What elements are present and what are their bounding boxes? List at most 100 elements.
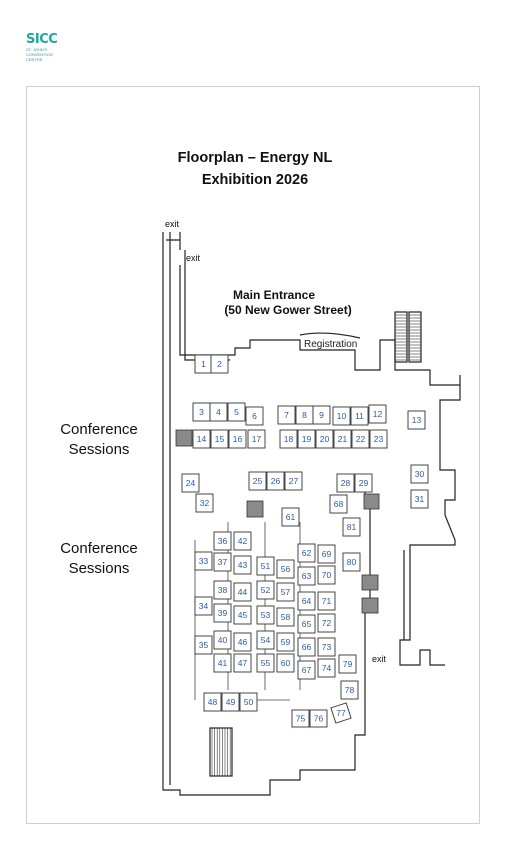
booth-11: 11 (350, 406, 369, 426)
booth-15-box (210, 429, 229, 449)
booth-73: 73 (317, 637, 336, 657)
booth-53-label: 53 (261, 610, 271, 620)
booth-17-box (247, 429, 266, 449)
booth-19: 19 (297, 429, 316, 449)
booth-6: 6 (245, 406, 264, 426)
booth-5-box (227, 402, 246, 422)
booth-2: 2 (210, 354, 229, 374)
booth-69-label: 69 (322, 549, 332, 559)
booth-38-label: 38 (218, 585, 228, 595)
booth-18: 18 (279, 429, 298, 449)
booth-65-label: 65 (302, 619, 312, 629)
booth-66-label: 66 (302, 642, 312, 652)
booth-77-box (330, 702, 352, 724)
logo-mark: SICC (26, 32, 58, 47)
booth-33: 33 (194, 551, 213, 571)
booth-65-box (297, 614, 316, 634)
booth-78-label: 78 (345, 685, 355, 695)
booth-36: 36 (213, 531, 232, 551)
booth-58-box (276, 607, 295, 627)
booth-29-box (354, 473, 373, 493)
booth-72-label: 72 (322, 618, 332, 628)
sicc-logo: SICC ST. JOHN'S CONVENTION CENTRE (26, 33, 60, 73)
registration-label: Registration (304, 339, 357, 350)
booth-5: 5 (227, 402, 246, 422)
booth-30-box (410, 464, 429, 484)
booth-22-label: 22 (356, 434, 366, 444)
booth-61-box (281, 507, 300, 527)
floorplan-frame (26, 86, 480, 824)
registration-counter (299, 332, 361, 339)
booth-15-label: 15 (215, 434, 225, 444)
booth-59: 59 (276, 632, 295, 652)
booth-26-box (266, 471, 285, 491)
booth-21: 21 (333, 429, 352, 449)
booth-80-label: 80 (347, 557, 357, 567)
booth-5-label: 5 (234, 407, 239, 417)
booth-42-box (233, 531, 252, 551)
booth-78: 78 (340, 680, 359, 700)
booth-35: 35 (194, 635, 213, 655)
booth-9-label: 9 (319, 410, 324, 420)
booth-16-box (228, 429, 247, 449)
booth-34-box (194, 596, 213, 616)
stairs-north-2 (408, 311, 422, 363)
booth-13-box (407, 410, 426, 430)
booth-26: 26 (266, 471, 285, 491)
booth-30: 30 (410, 464, 429, 484)
booth-62: 62 (297, 543, 316, 563)
reserved-block-3 (363, 493, 380, 510)
booth-60: 60 (276, 653, 295, 673)
booth-41-label: 41 (218, 658, 228, 668)
booth-21-box (333, 429, 352, 449)
exit-label-1: exit (165, 219, 180, 229)
booth-29-label: 29 (359, 478, 369, 488)
booth-51-label: 51 (261, 561, 271, 571)
booth-35-label: 35 (199, 640, 209, 650)
booth-58: 58 (276, 607, 295, 627)
booth-75-label: 75 (296, 714, 306, 724)
booth-54: 54 (256, 630, 275, 650)
booth-35-box (194, 635, 213, 655)
booth-81: 81 (342, 517, 361, 537)
booth-10: 10 (332, 406, 351, 426)
booth-50-box (239, 692, 258, 712)
conference-sessions-label-2: Conference Sessions (60, 540, 138, 577)
page-title-line-1: Floorplan – Energy NL (177, 150, 333, 166)
booth-7-box (277, 405, 296, 425)
north-wall-inner (184, 250, 230, 361)
booth-18-box (279, 429, 298, 449)
booth-34: 34 (194, 596, 213, 616)
booth-8-label: 8 (302, 410, 307, 420)
booth-81-box (342, 517, 361, 537)
booth-39-label: 39 (218, 608, 228, 618)
booth-63: 63 (297, 566, 316, 586)
booth-23-box (369, 429, 388, 449)
booth-67: 67 (297, 660, 316, 680)
west-wall-inner (166, 232, 180, 785)
booth-18-label: 18 (284, 434, 294, 444)
booth-8: 8 (295, 405, 314, 425)
booth-43-box (233, 555, 252, 575)
booth-6-box (245, 406, 264, 426)
booth-3-label: 3 (199, 407, 204, 417)
booth-31-box (410, 489, 429, 509)
booth-55-label: 55 (261, 658, 271, 668)
booth-57-label: 57 (281, 587, 291, 597)
booth-71: 71 (317, 591, 336, 611)
booth-44: 44 (233, 582, 252, 602)
booth-56-box (276, 559, 295, 579)
reserved-block-5 (361, 597, 379, 614)
booth-62-box (297, 543, 316, 563)
booth-10-box (332, 406, 351, 426)
booth-1: 1 (194, 354, 213, 374)
booth-15: 15 (210, 429, 229, 449)
booth-77: 77 (330, 702, 352, 724)
booth-49-label: 49 (226, 697, 236, 707)
booth-45-label: 45 (238, 610, 248, 620)
booth-23-label: 23 (374, 434, 384, 444)
booth-4-box (209, 402, 228, 422)
booth-25: 25 (248, 471, 267, 491)
booth-17-label: 17 (252, 434, 262, 444)
booth-34-label: 34 (199, 601, 209, 611)
